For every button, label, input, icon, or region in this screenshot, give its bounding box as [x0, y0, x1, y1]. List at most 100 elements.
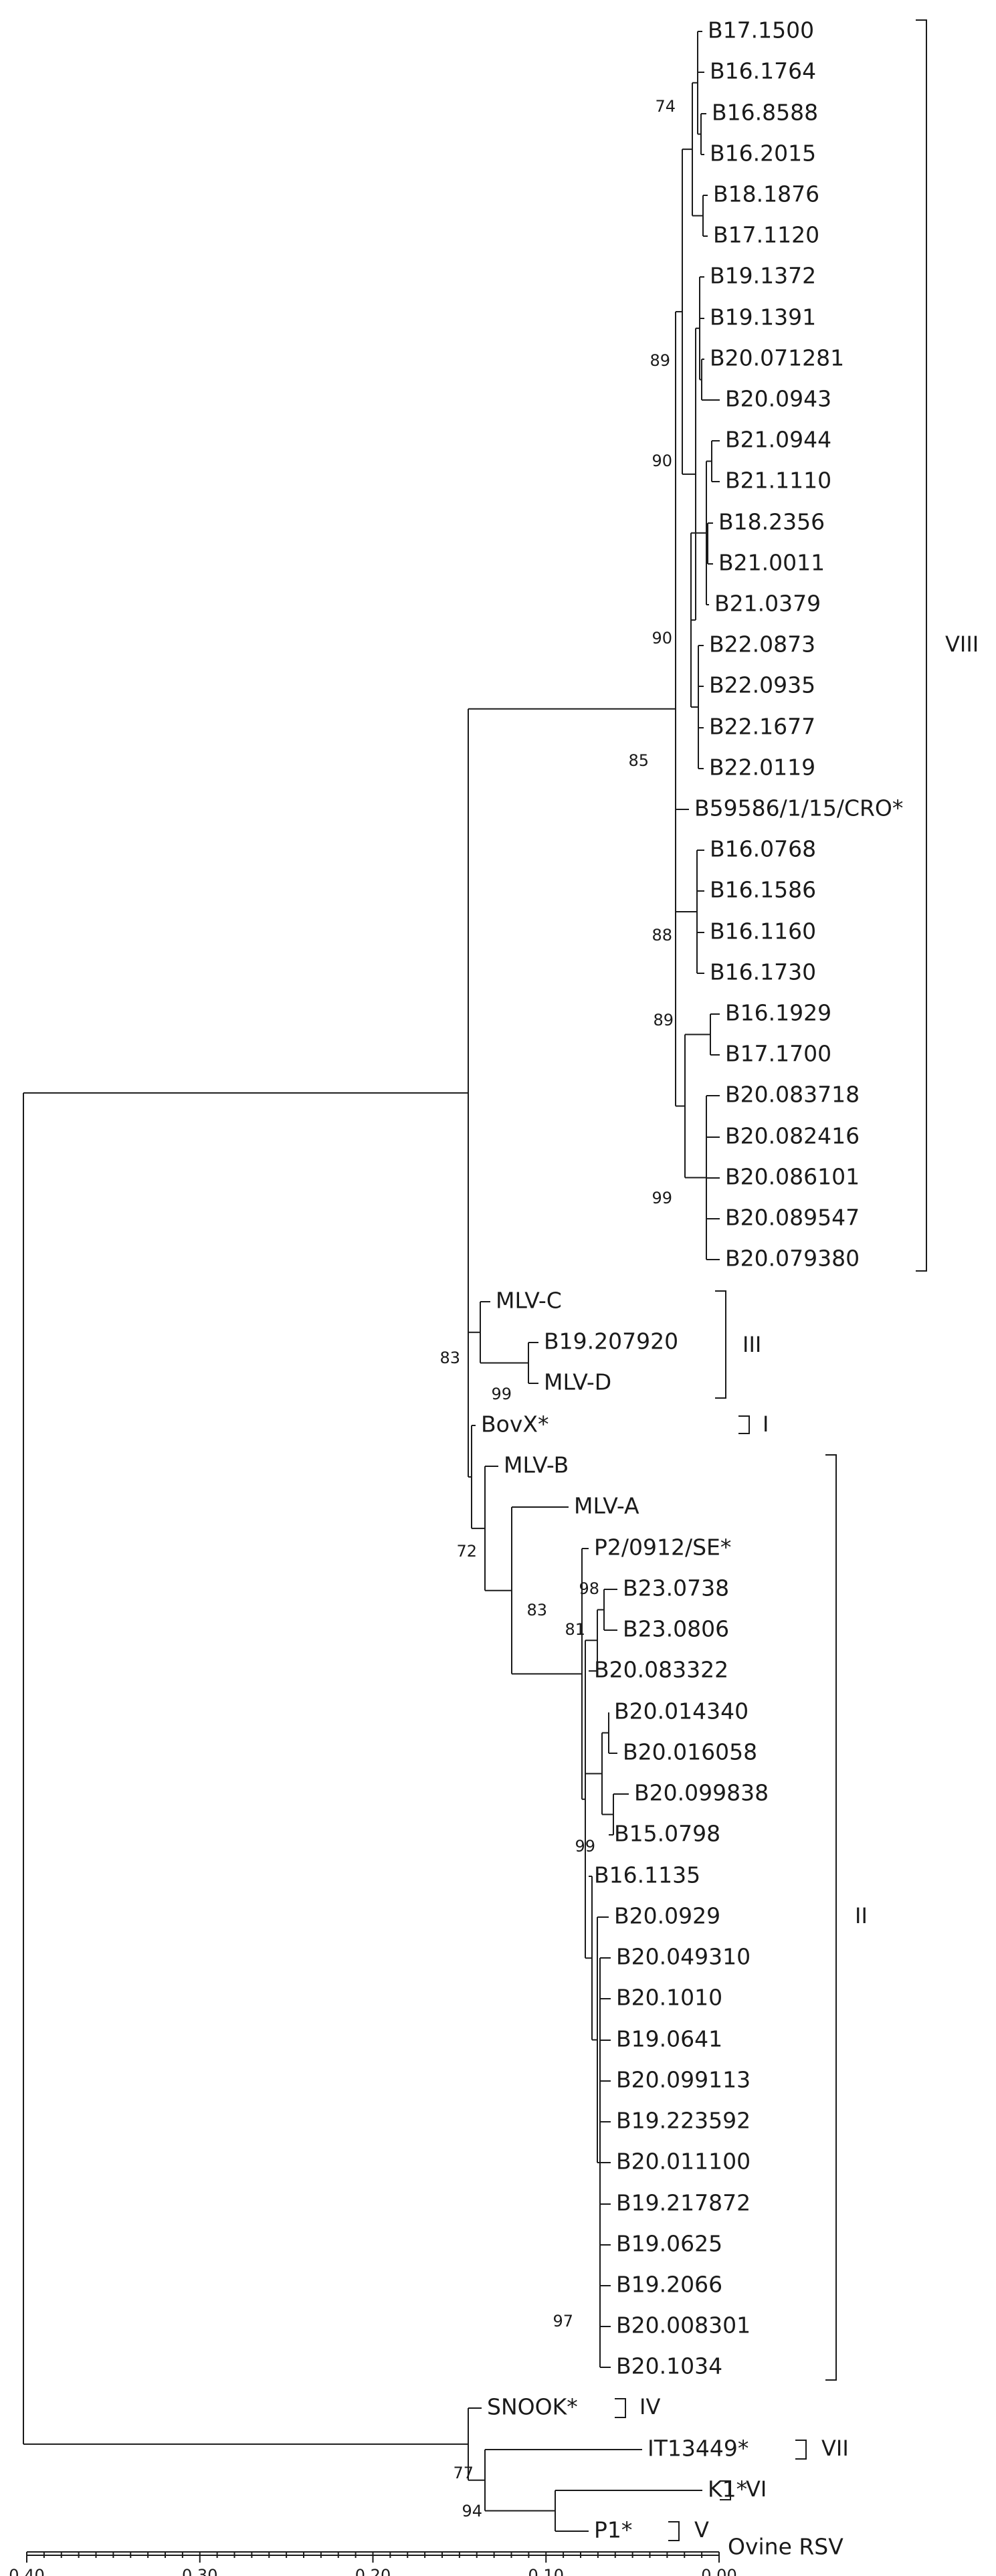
leaf-b20-0943: B20.0943: [725, 386, 831, 412]
axis-tick-label: 0.20: [355, 2566, 391, 2576]
clade-label-viii: VIII: [945, 631, 979, 657]
bootstrap-74-0: 74: [655, 97, 676, 116]
leaf-b17-1500: B17.1500: [708, 17, 814, 43]
leaf-b19-0625: B19.0625: [616, 2231, 722, 2257]
leaf-b19-2066: B19.2066: [616, 2272, 722, 2298]
leaf-b20-099113: B20.099113: [616, 2067, 751, 2093]
leaf-b21-0011: B21.0011: [718, 550, 825, 576]
clade-label-v: V: [694, 2517, 709, 2543]
leaf-b22-1677: B22.1677: [709, 714, 815, 740]
leaf-mlv-c: MLV-C: [496, 1288, 562, 1314]
leaf-b23-0806: B23.0806: [623, 1616, 729, 1642]
leaf-b16-1929: B16.1929: [725, 1000, 831, 1026]
bootstrap-94-17: 94: [462, 2502, 482, 2520]
leaf-b20-083322: B20.083322: [594, 1657, 728, 1683]
bootstrap-81-13: 81: [565, 1620, 585, 1639]
clade-label-vii: VII: [821, 2436, 849, 2461]
leaf-it13449: IT13449*: [648, 2436, 749, 2462]
clade-bracket-i: [738, 1415, 750, 1434]
axis-tick-label: 0.30: [182, 2566, 217, 2576]
leaf-b16-1730: B16.1730: [710, 959, 816, 985]
clade-bracket-vii: [795, 2440, 807, 2460]
leaf-p2-0912-se: P2/0912/SE*: [594, 1534, 731, 1561]
bootstrap-83-11: 83: [526, 1601, 547, 1619]
leaf-b18-2356: B18.2356: [718, 509, 825, 535]
clade-label-vi: VI: [746, 2476, 767, 2502]
leaf-b15-0798: B15.0798: [614, 1821, 720, 1847]
leaf-b21-1110: B21.1110: [725, 468, 831, 494]
leaf-b22-0119: B22.0119: [709, 755, 815, 781]
leaf-b20-079380: B20.079380: [725, 1246, 860, 1272]
leaf-bovx: BovX*: [481, 1411, 549, 1438]
leaf-b18-1876: B18.1876: [713, 181, 819, 207]
bootstrap-90-3: 90: [652, 629, 672, 648]
scale-axis: 0.40 0.30 0.20 0.10 0.00 Ovine RSV: [9, 2534, 843, 2576]
bootstrap-77-16: 77: [453, 2464, 474, 2482]
leaf-b16-1586: B16.1586: [710, 877, 816, 903]
leaf-b17-1120: B17.1120: [713, 222, 819, 248]
clade-label-ii: II: [855, 1903, 868, 1928]
bootstrap-99-9: 99: [491, 1385, 512, 1403]
leaf-b20-089547: B20.089547: [725, 1205, 860, 1231]
leaf-b20-083718: B20.083718: [725, 1082, 860, 1108]
bootstrap-98-12: 98: [579, 1579, 599, 1598]
leaf-snook: SNOOK*: [487, 2394, 578, 2420]
leaf-b59586-1-15-cro: B59586/1/15/CRO*: [694, 795, 903, 821]
leaf-p1: P1*: [594, 2517, 632, 2543]
leaf-b22-0873: B22.0873: [709, 631, 815, 658]
leaf-mlv-a: MLV-A: [574, 1493, 639, 1519]
clade-bracket-v: [668, 2521, 680, 2541]
leaf-b17-1700: B17.1700: [725, 1041, 831, 1067]
leaf-b20-1010: B20.1010: [616, 1985, 722, 2011]
leaf-b16-8588: B16.8588: [712, 100, 818, 126]
clade-bracket-viii: [916, 19, 927, 1272]
bootstrap-99-7: 99: [652, 1189, 672, 1207]
leaf-b19-1372: B19.1372: [710, 263, 816, 289]
clade-label-iii: III: [742, 1332, 761, 1357]
clade-label-i: I: [763, 1411, 769, 1437]
leaf-b20-049310: B20.049310: [616, 1944, 751, 1970]
clade-bracket-iv: [615, 2398, 626, 2418]
bootstrap-85-4: 85: [628, 751, 649, 770]
leaf-b16-2015: B16.2015: [710, 140, 816, 167]
leaf-mlv-d: MLV-D: [544, 1369, 611, 1395]
bootstrap-83-8: 83: [439, 1349, 460, 1367]
leaf-b22-0935: B22.0935: [709, 672, 815, 698]
leaf-b20-1034: B20.1034: [616, 2353, 722, 2379]
leaf-k1: K1*: [708, 2476, 747, 2502]
leaf-b20-011100: B20.011100: [616, 2149, 751, 2175]
tree-branches: [23, 31, 720, 2532]
leaf-b16-1160: B16.1160: [710, 918, 816, 945]
leaf-b19-223592: B19.223592: [616, 2108, 751, 2134]
clade-bracket-iii: [715, 1290, 726, 1399]
axis-tick-label: 0.00: [701, 2566, 736, 2576]
leaf-b20-0929: B20.0929: [614, 1903, 720, 1929]
leaf-b21-0379: B21.0379: [714, 591, 821, 617]
leaf-b16-0768: B16.0768: [710, 836, 816, 862]
leaf-b21-0944: B21.0944: [725, 427, 831, 453]
axis-tick-label: 0.40: [9, 2566, 44, 2576]
leaf-b16-1764: B16.1764: [710, 58, 816, 84]
leaf-b16-1135: B16.1135: [594, 1862, 700, 1888]
bootstrap-99-14: 99: [575, 1837, 595, 1856]
leaf-mlv-b: MLV-B: [504, 1452, 569, 1478]
clade-bracket-vi: [720, 2480, 731, 2500]
leaf-b19-0641: B19.0641: [616, 2026, 722, 2052]
leaf-b23-0738: B23.0738: [623, 1575, 729, 1601]
leaf-b19-217872: B19.217872: [616, 2190, 751, 2216]
outgroup-label: Ovine RSV: [728, 2534, 843, 2560]
leaf-b20-071281: B20.071281: [710, 345, 844, 371]
clade-label-iv: IV: [639, 2394, 660, 2419]
leaf-b20-082416: B20.082416: [725, 1123, 860, 1149]
leaf-b19-1391: B19.1391: [710, 304, 816, 330]
clade-bracket-ii: [825, 1454, 837, 2381]
leaf-b20-099838: B20.099838: [634, 1780, 769, 1806]
bootstrap-90-2: 90: [652, 452, 672, 470]
leaf-b20-086101: B20.086101: [725, 1164, 860, 1190]
leaf-b19-207920: B19.207920: [544, 1328, 678, 1355]
bootstrap-72-10: 72: [456, 1542, 477, 1561]
axis-tick-label: 0.10: [528, 2566, 564, 2576]
